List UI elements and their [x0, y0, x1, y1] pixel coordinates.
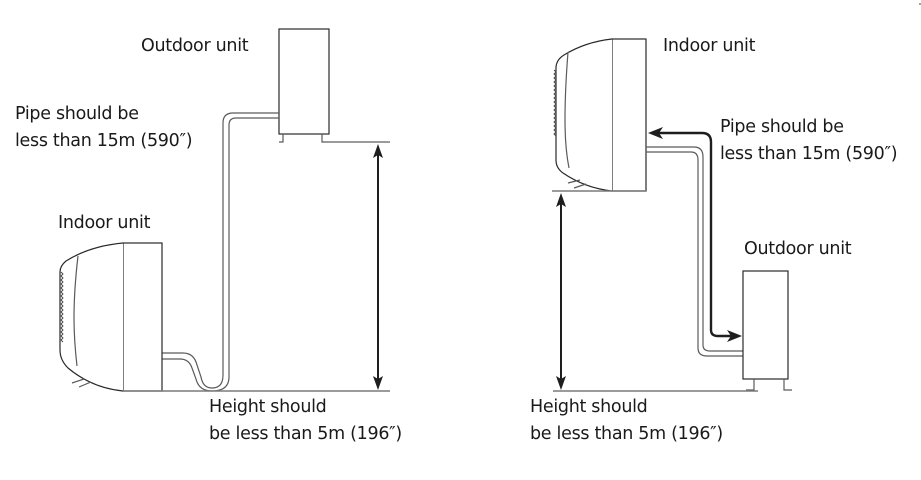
right-outdoor-unit	[742, 270, 792, 391]
right-height-label-line2: be less than 5m (196″)	[530, 424, 723, 444]
left-pipe-label-line2: less than 15m (590″)	[15, 131, 193, 151]
right-height-label: Height should be less than 5m (196″)	[530, 394, 723, 448]
left-pipe-length-label: Pipe should be less than 15m (590″)	[15, 101, 193, 155]
right-refrigerant-pipe	[646, 146, 744, 357]
left-height-label: Height should be less than 5m (196″)	[209, 394, 402, 448]
right-diagram	[552, 38, 792, 392]
left-height-label-line2: be less than 5m (196″)	[209, 424, 402, 444]
right-indoor-unit	[553, 38, 647, 192]
right-pipe-length-arrow	[648, 127, 742, 342]
right-height-label-line1: Height should	[530, 397, 648, 417]
left-outdoor-unit	[278, 28, 330, 143]
right-pipe-label-line2: less than 15m (590″)	[720, 144, 898, 164]
stray-dot	[919, 3, 921, 5]
right-indoor-unit-label: Indoor unit	[663, 36, 756, 56]
right-pipe-label-line1: Pipe should be	[720, 117, 844, 137]
left-height-label-line1: Height should	[209, 397, 327, 417]
left-indoor-unit-label: Indoor unit	[58, 213, 151, 233]
right-pipe-length-label: Pipe should be less than 15m (590″)	[720, 114, 898, 168]
left-height-arrow	[373, 144, 383, 390]
left-diagram	[59, 28, 390, 392]
left-outdoor-unit-label: Outdoor unit	[141, 36, 249, 56]
left-pipe-label-line1: Pipe should be	[15, 104, 139, 124]
left-indoor-unit	[59, 242, 163, 392]
right-height-arrow	[556, 193, 566, 390]
right-outdoor-unit-label: Outdoor unit	[744, 239, 852, 259]
